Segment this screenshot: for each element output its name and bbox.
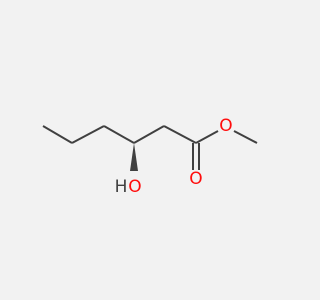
bond-c6-o3 xyxy=(195,130,219,144)
bond-c3-c4 xyxy=(103,125,135,144)
hydroxyl-oxygen-label: O xyxy=(128,177,141,197)
ester-oxygen-label: O xyxy=(219,116,232,136)
wedge-bond-c4-o1 xyxy=(130,143,138,171)
molecule-canvas: H O O O xyxy=(42,116,258,197)
bond-c1-c2 xyxy=(42,125,73,144)
bond-c5-c6 xyxy=(163,125,197,144)
bond-o3-c7 xyxy=(233,130,258,144)
bond-c2-c3 xyxy=(71,125,105,144)
bond-c4-c5 xyxy=(133,125,165,144)
carbonyl-oxygen-label: O xyxy=(189,169,202,189)
hydrogen-label: H xyxy=(115,177,128,197)
molecule-structure: H O O O xyxy=(42,116,258,197)
